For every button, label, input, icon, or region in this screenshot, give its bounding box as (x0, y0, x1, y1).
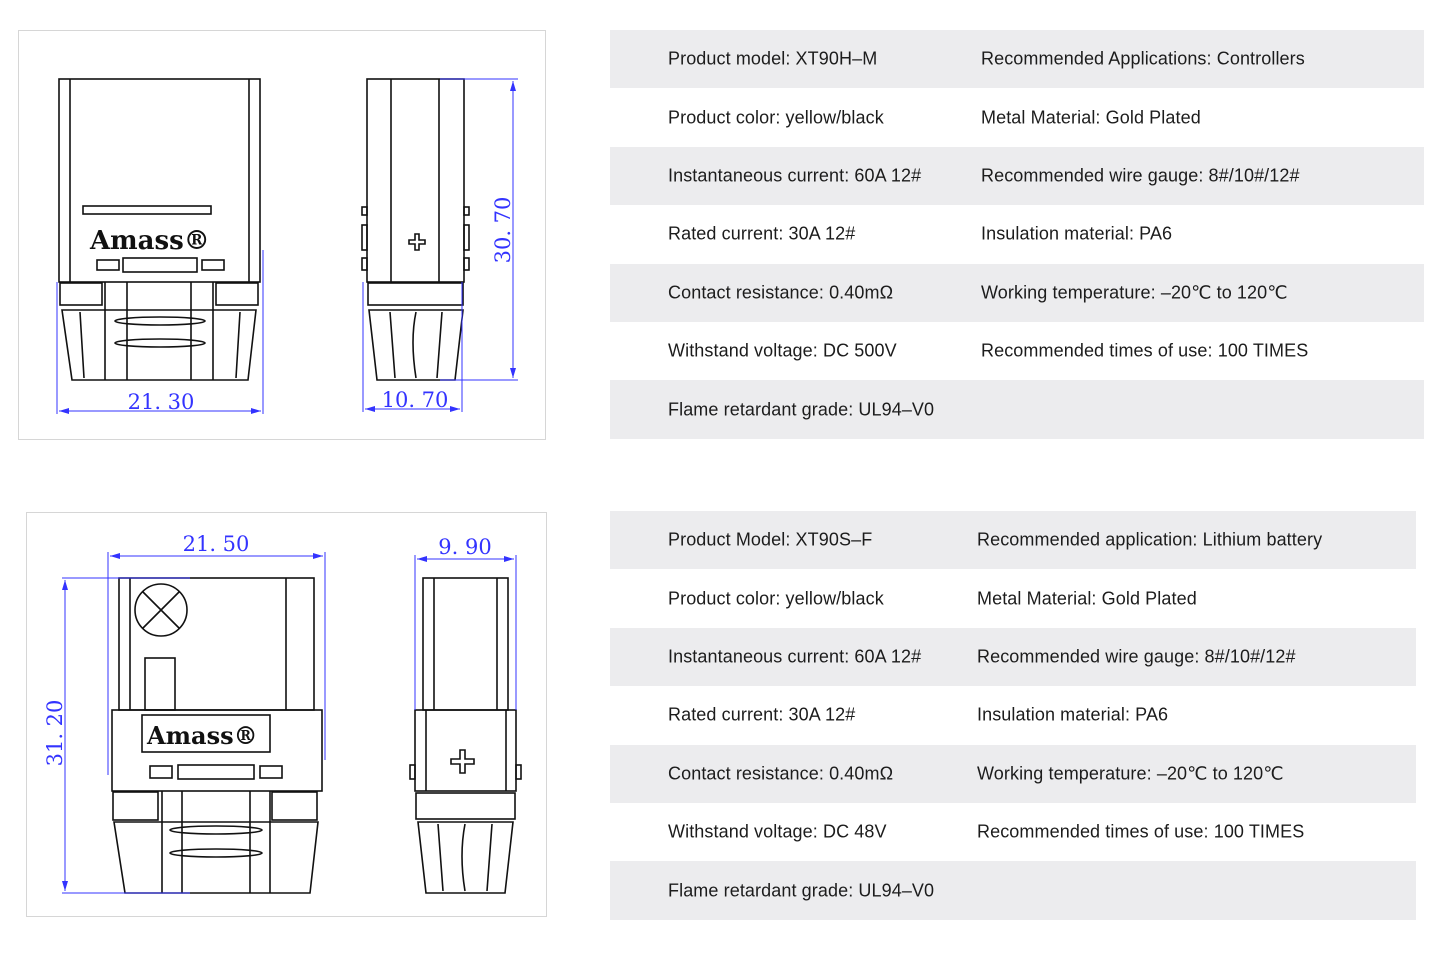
spec-row: Instantaneous current: 60A 12# Recommende… (610, 146, 1424, 206)
spec-row: Rated current: 30A 12# Insulation materia… (610, 686, 1416, 744)
spec-left: Product model: XT90H–M (668, 48, 878, 69)
width-dimension: 21. 50 (183, 532, 250, 556)
width-dimension: 21. 30 (128, 390, 195, 414)
spec-row: Product model: XT90H–M Recommended Applic… (610, 30, 1424, 89)
spec-row: Flame retardant grade: UL94–V0 (610, 861, 1416, 920)
spec-left: Instantaneous current: 60A 12# (668, 646, 922, 667)
spec-right: Recommended times of use: 100 TIMES (981, 340, 1309, 361)
spec-left: Rated current: 30A 12# (668, 704, 856, 725)
xt90h-side-view (361, 78, 470, 381)
spec-right: Metal Material: Gold Plated (977, 588, 1197, 609)
depth-dimension: 10. 70 (382, 388, 449, 412)
depth-dimension: 9. 90 (438, 535, 491, 559)
spec-left: Product Model: XT90S–F (668, 529, 873, 550)
xt90s-dimensions (62, 552, 517, 894)
spec-right: Recommended Applications: Controllers (981, 48, 1305, 69)
xt90s-front-view (111, 577, 323, 894)
spec-row: Withstand voltage: DC 48V Recommended tim… (610, 803, 1416, 861)
spec-row: Contact resistance: 0.40mΩ Working temper… (610, 263, 1424, 322)
spec-right: Working temperature: –20℃ to 120℃ (977, 763, 1284, 784)
spec-right: Recommended wire gauge: 8#/10#/12# (981, 165, 1300, 186)
spec-row: Product Model: XT90S–F Recommended applic… (610, 511, 1416, 570)
spec-row: Instantaneous current: 60A 12# Recommende… (610, 627, 1416, 687)
spec-left: Product color: yellow/black (668, 588, 884, 609)
spec-left: Product color: yellow/black (668, 107, 884, 128)
spec-left: Withstand voltage: DC 48V (668, 821, 887, 842)
height-dimension: 31. 20 (43, 700, 67, 767)
spec-right: Recommended wire gauge: 8#/10#/12# (977, 646, 1296, 667)
spec-left: Withstand voltage: DC 500V (668, 340, 897, 361)
spec-table-xt90h-m: Product model: XT90H–M Recommended Applic… (610, 30, 1424, 439)
spec-left: Contact resistance: 0.40mΩ (668, 282, 894, 303)
spec-row: Flame retardant grade: UL94–V0 (610, 380, 1424, 439)
xt90h-dimensions (56, 78, 518, 414)
spec-row: Product color: yellow/black Metal Materia… (610, 569, 1416, 627)
amass-logo: Amass® (146, 721, 258, 750)
spec-right: Metal Material: Gold Plated (981, 107, 1201, 128)
drawing-frame-xt90h-m (18, 30, 546, 440)
spec-right: Insulation material: PA6 (977, 704, 1169, 725)
spec-left: Instantaneous current: 60A 12# (668, 165, 922, 186)
spec-right: Recommended application: Lithium battery (977, 529, 1323, 550)
spec-left: Contact resistance: 0.40mΩ (668, 763, 894, 784)
spec-row: Withstand voltage: DC 500V Recommended ti… (610, 322, 1424, 380)
spec-left: Rated current: 30A 12# (668, 223, 856, 244)
xt90h-front-view (58, 78, 261, 381)
spec-left: Flame retardant grade: UL94–V0 (668, 399, 935, 420)
spec-row: Rated current: 30A 12# Insulation materia… (610, 205, 1424, 263)
spec-row: Contact resistance: 0.40mΩ Working temper… (610, 744, 1416, 803)
spec-right: Working temperature: –20℃ to 120℃ (981, 282, 1288, 303)
spec-right: Insulation material: PA6 (981, 223, 1173, 244)
spec-table-xt90s-f: Product Model: XT90S–F Recommended applic… (610, 511, 1416, 920)
amass-logo: Amass® (89, 226, 210, 256)
xt90s-side-view (409, 577, 522, 894)
spec-right: Recommended times of use: 100 TIMES (977, 821, 1305, 842)
spec-left: Flame retardant grade: UL94–V0 (668, 880, 935, 901)
spec-row: Product color: yellow/black Metal Materia… (610, 88, 1424, 146)
height-dimension: 30. 70 (491, 197, 515, 264)
